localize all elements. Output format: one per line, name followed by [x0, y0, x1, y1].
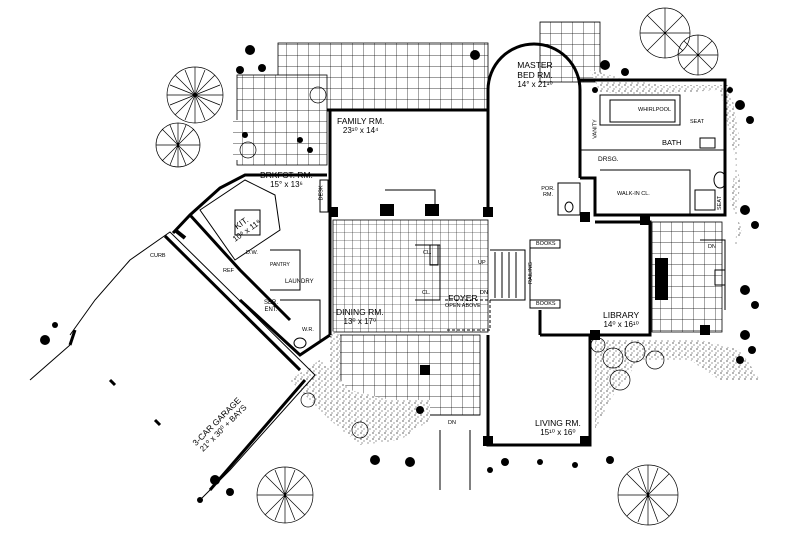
ref-label: REF: [223, 268, 234, 274]
dn-label-3: DN: [480, 290, 488, 296]
master-bed-room-name: MASTER BED RM.: [517, 60, 553, 80]
living-room-label: LIVING RM. 15¹⁰ x 16⁰: [535, 418, 581, 438]
shrubs: [40, 45, 759, 503]
dn-label: DN: [708, 244, 716, 250]
desk-label: DESK: [318, 185, 325, 201]
washroom-label: W.R.: [302, 327, 314, 333]
vanity-label: VANITY: [592, 119, 599, 139]
brkfst-room-dim: 15° x 13⁶: [270, 180, 303, 189]
fixtures: [293, 137, 727, 349]
service-entrance-label: SER. ENT.: [263, 300, 278, 313]
railing-label: RAILING: [528, 261, 535, 285]
laundry-label: LAUNDRY: [285, 279, 314, 285]
curb-label: CURB: [150, 253, 166, 259]
gravel-beds: [290, 70, 760, 445]
library-label: LIBRARY 14⁰ x 16¹⁰: [603, 310, 639, 330]
master-bed-room-dim: 14° x 21¹⁰: [517, 80, 553, 89]
dishwasher-label: D.W.: [246, 250, 258, 256]
family-room-name: FAMILY RM.: [337, 116, 385, 126]
brkfst-room-label: BRKFST. RM. 15° x 13⁶: [260, 170, 313, 190]
up-label: UP: [478, 260, 486, 266]
dining-room-label: DINING RM. 13⁰ x 17⁰: [336, 307, 384, 327]
closet-label-2: CL.: [422, 290, 431, 296]
powder-room-label: POR. RM.: [541, 186, 555, 198]
foyer-name: FOYER: [448, 293, 478, 303]
books-label: BOOKS: [536, 241, 556, 247]
seat-label: SEAT: [690, 119, 704, 125]
foyer-sub: OPEN ABOVE: [445, 303, 481, 309]
seat-label-2: SEAT: [716, 196, 723, 210]
family-room-dim: 23¹⁰ x 14⁴: [342, 126, 379, 135]
books-label-2: BOOKS: [536, 301, 556, 307]
closet-label: CL.: [423, 250, 432, 256]
living-room-name: LIVING RM.: [535, 418, 581, 428]
library-name: LIBRARY: [603, 310, 640, 320]
library-dim: 14⁰ x 16¹⁰: [603, 320, 639, 329]
brkfst-room-name: BRKFST. RM.: [260, 170, 313, 180]
whirlpool-label: WHIRLPOOL: [638, 107, 672, 113]
walk-in-closet-label: WALK-IN CL.: [617, 191, 650, 197]
walls: [171, 42, 727, 490]
pantry-label: PANTRY: [270, 262, 290, 268]
dining-room-name: DINING RM.: [336, 307, 384, 317]
garage: [29, 228, 316, 501]
master-bed-room-label: MASTER BED RM. 14° x 21¹⁰: [510, 60, 560, 90]
dn-label-2: DN: [448, 420, 456, 426]
dining-room-dim: 13⁰ x 17⁰: [343, 317, 377, 326]
drsg-label: DRSG.: [598, 156, 619, 163]
living-room-dim: 15¹⁰ x 16⁰: [540, 428, 576, 437]
landscape-trees: [155, 7, 719, 526]
bath-label: BATH: [662, 138, 682, 147]
foyer-label: FOYER OPEN ABOVE: [445, 293, 481, 309]
family-room-label: FAMILY RM. 23¹⁰ x 14⁴: [337, 116, 384, 136]
